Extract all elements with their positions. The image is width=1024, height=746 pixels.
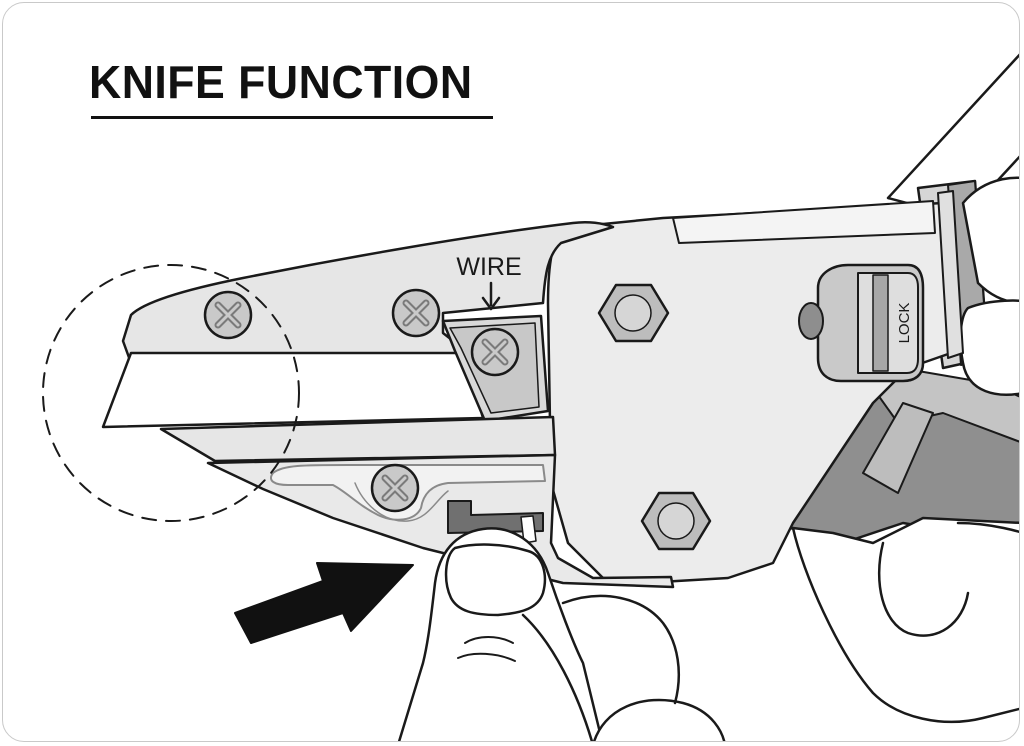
hex-bolt-icon	[640, 491, 712, 551]
right-hand	[791, 176, 1019, 724]
left-hand-thumb	[396, 527, 727, 741]
title-underline	[91, 116, 493, 119]
screw-icon	[203, 290, 253, 340]
wire-callout: WIRE	[456, 253, 522, 311]
hex-bolt-icon	[597, 283, 670, 343]
lock-label: LOCK	[896, 303, 913, 344]
blade-release-slider[interactable]	[447, 500, 544, 544]
knife-blade	[101, 351, 485, 429]
screw-icon	[370, 463, 420, 513]
blade-highlight-circle	[42, 264, 300, 522]
push-arrow-icon	[234, 562, 414, 644]
tool-illustration: LOCK	[42, 49, 1019, 741]
page-title: KNIFE FUNCTION	[89, 56, 473, 108]
screw-icon	[470, 327, 520, 377]
down-arrow-icon	[481, 296, 501, 311]
wire-label: WIRE	[456, 253, 521, 281]
lock-slider[interactable]: LOCK	[798, 263, 925, 383]
screw-icon	[391, 288, 441, 338]
